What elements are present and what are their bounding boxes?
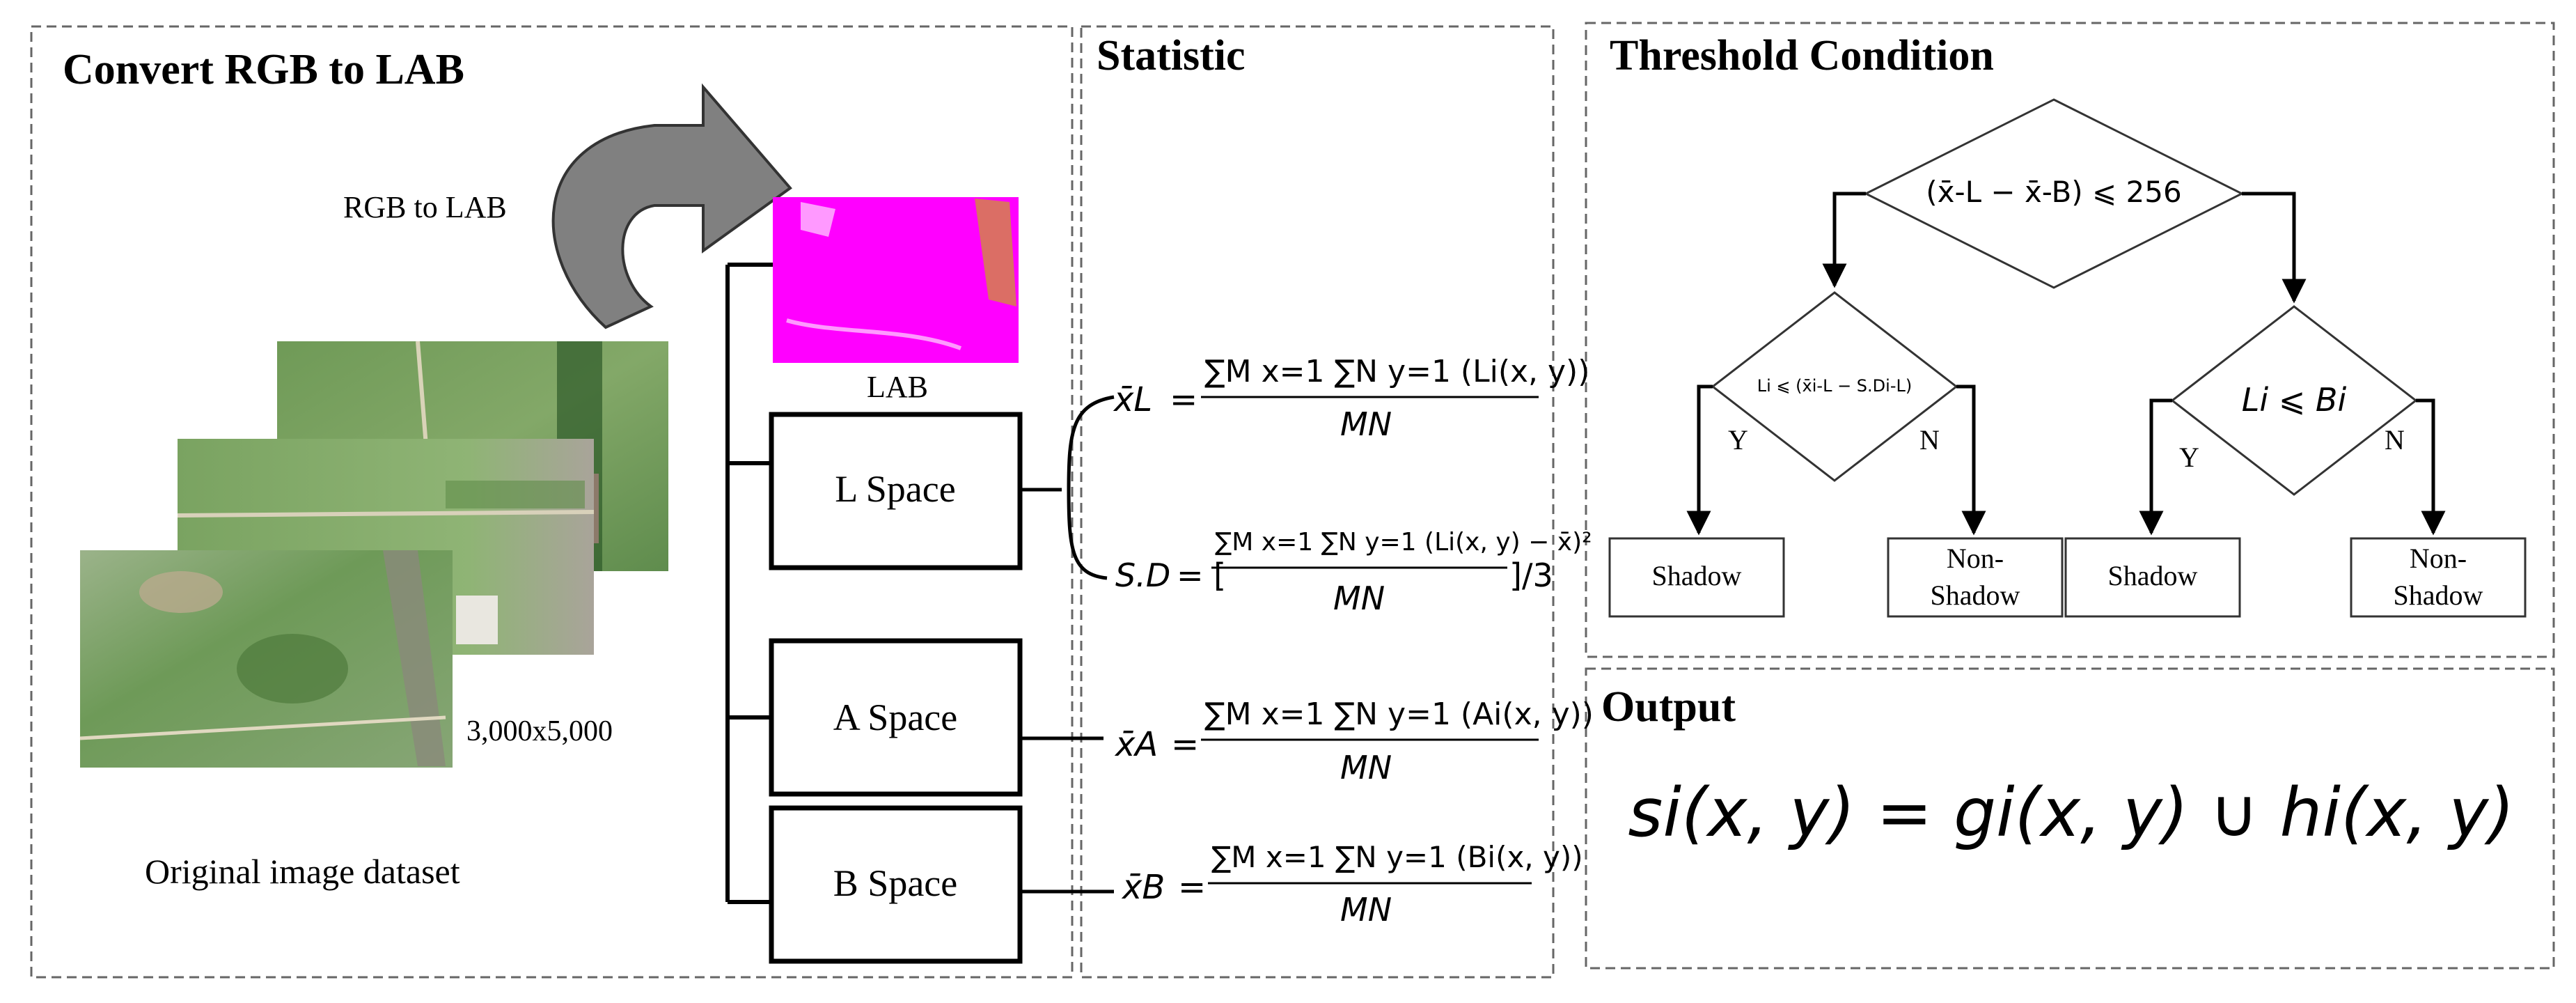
svg-text:=: = <box>1171 725 1199 764</box>
formula-mean-a-lhs: x̄A <box>1114 725 1158 764</box>
decision-top-label: (x̄-L − x̄-B) ⩽ 256 <box>1926 175 2181 209</box>
result-non-shadow-2: Non- Shadow <box>2350 537 2527 618</box>
formula-mean-b-lhs: x̄B <box>1121 868 1165 907</box>
decision-right-label: Li ⩽ Bi <box>2242 381 2347 419</box>
space-bracket <box>725 263 773 904</box>
convert-panel-title: Convert RGB to LAB <box>63 46 464 93</box>
formula-mean-a-denominator: MN <box>1340 749 1392 786</box>
output-panel-title: Output <box>1601 683 1736 731</box>
result-shadow-2: Shadow <box>2064 537 2241 618</box>
formula-sd-denominator: MN <box>1333 580 1385 617</box>
svg-text:Non-: Non- <box>1947 543 2004 574</box>
svg-text:Shadow: Shadow <box>1931 580 2020 611</box>
decision-left-label: Li ⩽ (x̄i-L − S.Di-L) <box>1757 376 1912 396</box>
svg-text:Shadow: Shadow <box>2394 580 2483 611</box>
formula-sd-lhs: S.D <box>1115 557 1170 594</box>
curved-arrow-icon <box>551 83 792 329</box>
decision-top <box>1863 98 2245 289</box>
l-space-box: L Space <box>769 412 1023 570</box>
formula-mean-l-numerator: ∑M x=1 ∑N y=1 (Li(x, y)) <box>1204 354 1589 389</box>
dataset-label: Original image dataset <box>145 852 460 891</box>
result-shadow-1: Shadow <box>1608 537 1785 618</box>
formula-mean-a-numerator: ∑M x=1 ∑N y=1 (Ai(x, y)) <box>1204 697 1594 732</box>
formula-mean-l-denominator: MN <box>1340 405 1392 443</box>
svg-text:Shadow: Shadow <box>2108 560 2198 591</box>
result-non-shadow-1: Non- Shadow <box>1887 537 2064 618</box>
statistic-panel-title: Statistic <box>1097 32 1246 79</box>
formula-mean-b-numerator: ∑M x=1 ∑N y=1 (Bi(x, y)) <box>1211 840 1583 874</box>
l-space-label: L Space <box>835 468 955 510</box>
formula-connectors <box>1020 395 1115 894</box>
formula-sd-tail: ]/3 <box>1509 557 1553 594</box>
threshold-panel-title: Threshold Condition <box>1610 32 1994 79</box>
svg-text:=: = <box>1170 380 1197 419</box>
formula-sd: S.D = [ ∑M x=1 ∑N y=1 (Li(x, y) − x̄)² M… <box>1115 528 1592 617</box>
no-label-right: N <box>2385 424 2405 456</box>
formula-sd-numerator: ∑M x=1 ∑N y=1 (Li(x, y) − x̄)² <box>1215 528 1592 557</box>
b-space-label: B Space <box>833 862 957 904</box>
formula-mean-l-lhs: x̄L <box>1113 380 1152 419</box>
original-image-stack <box>79 341 668 768</box>
output-equation: si(x, y) = gi(x, y) ∪ hi(x, y) <box>1628 774 2514 852</box>
svg-text:Shadow: Shadow <box>1652 560 1742 591</box>
b-space-box: B Space <box>769 805 1023 964</box>
aerial-image-1 <box>79 550 498 768</box>
yes-label-left: Y <box>1728 424 1748 456</box>
threshold-flowchart: (x̄-L − x̄-B) ⩽ 256 Li ⩽ (x̄i-L − S.Di-L… <box>1608 98 2527 618</box>
image-size-label: 3,000x5,000 <box>466 715 613 747</box>
formula-mean-b: x̄B = ∑M x=1 ∑N y=1 (Bi(x, y)) MN <box>1121 840 1583 928</box>
lab-image <box>773 197 1019 363</box>
decision-left <box>1711 291 1958 482</box>
output-panel <box>1585 667 2555 970</box>
yes-label-right: Y <box>2179 442 2199 473</box>
formula-mean-l: x̄L = ∑M x=1 ∑N y=1 (Li(x, y)) MN <box>1113 354 1589 443</box>
lab-image-label: LAB <box>867 370 928 404</box>
a-space-label: A Space <box>833 697 957 738</box>
svg-text:=: = <box>1178 868 1206 907</box>
formula-mean-b-denominator: MN <box>1340 891 1392 928</box>
decision-right <box>2170 305 2418 496</box>
statistic-panel <box>1080 25 1555 979</box>
no-label-left: N <box>1919 424 1940 456</box>
threshold-panel <box>1585 22 2555 658</box>
svg-text:Non-: Non- <box>2410 543 2467 574</box>
rgb-to-lab-label: RGB to LAB <box>343 190 507 224</box>
a-space-box: A Space <box>769 638 1023 797</box>
formula-mean-a: x̄A = ∑M x=1 ∑N y=1 (Ai(x, y)) MN <box>1114 697 1594 786</box>
svg-text:= [: = [ <box>1177 557 1226 594</box>
